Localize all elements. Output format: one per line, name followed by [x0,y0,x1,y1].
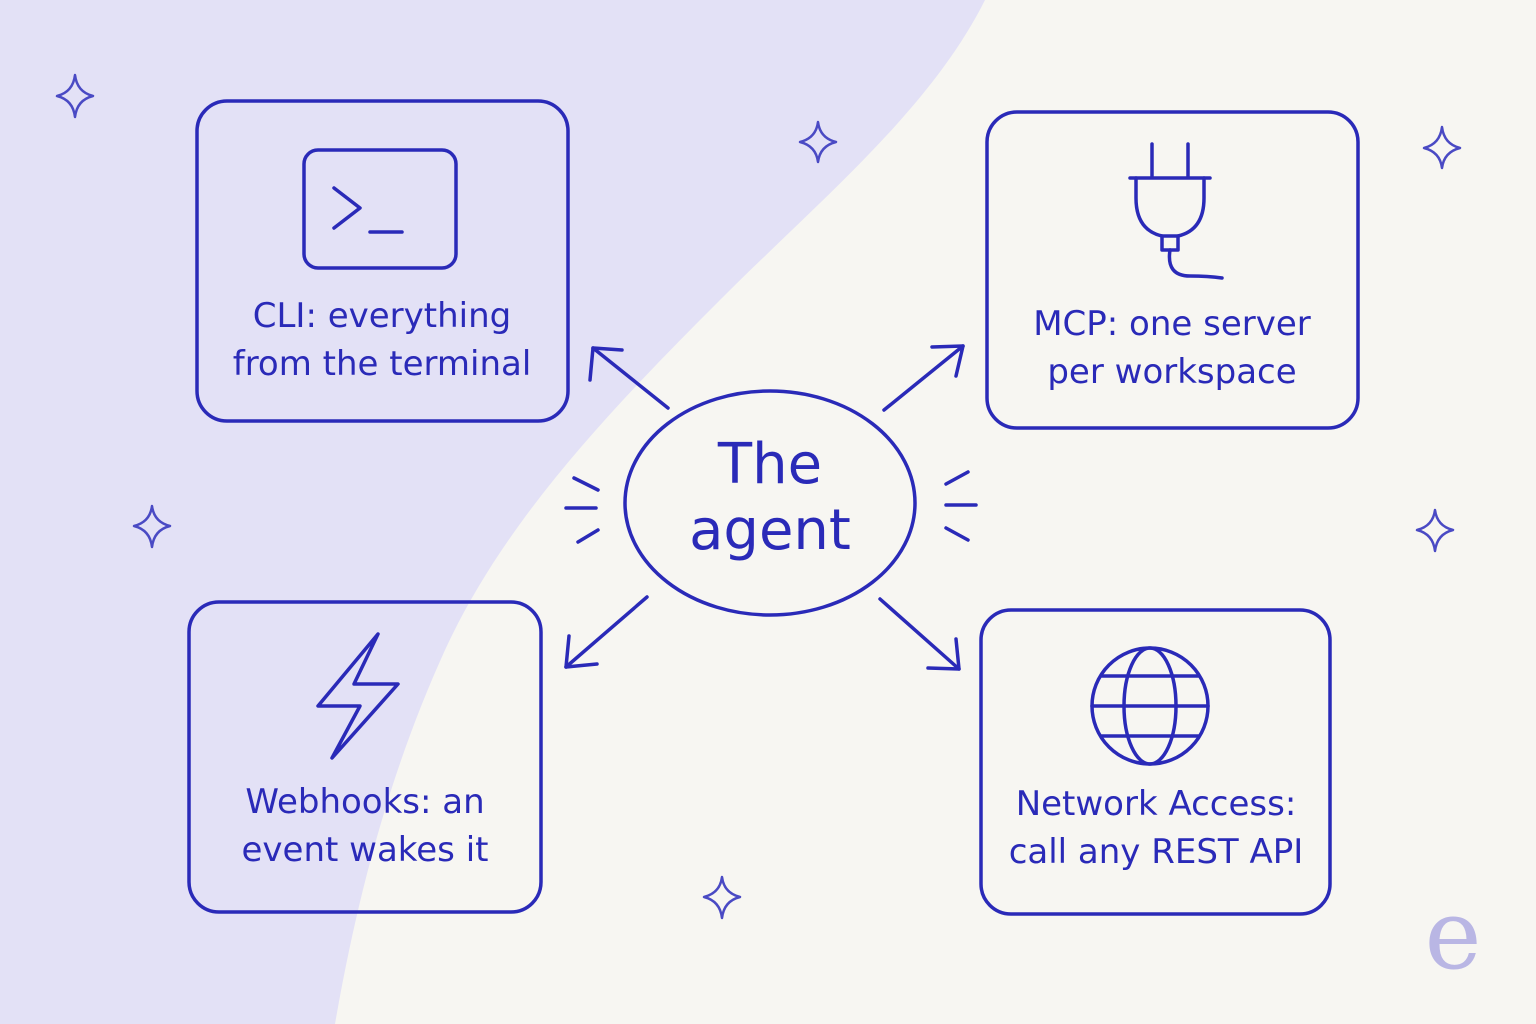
agent-label: The agent [670,432,870,564]
agent-label-line2: agent [689,498,851,563]
network-label-line1: Network Access: [1015,784,1297,824]
cli-label-line1: CLI: everything [252,296,512,336]
agent-label-line1: The [717,432,823,497]
sparkle-icon [798,120,838,164]
cli-label: CLI: everything from the terminal [212,292,552,388]
webhooks-label-line1: Webhooks: an [245,782,485,822]
cli-node-box [195,99,570,423]
mcp-label-line2: per workspace [1047,352,1297,392]
sparkle-icon [1415,508,1455,553]
globe-icon [1090,646,1210,766]
lightning-icon [316,632,400,760]
sparkle-icon [55,73,95,119]
background-blob [0,0,985,1024]
arrow-to-network [878,597,961,671]
webhooks-node-box [187,600,543,914]
cli-label-line2: from the terminal [232,344,532,384]
sparkle-icon [132,504,172,549]
plug-icon [1128,142,1224,280]
emphasis-tick [944,470,970,486]
mcp-label-line1: MCP: one server [1033,304,1311,344]
mcp-label: MCP: one server per workspace [1002,300,1342,396]
network-label-line2: call any REST API [1008,832,1304,872]
emphasis-tick [576,528,600,544]
arrow-to-cli [588,346,670,410]
emphasis-tick [944,526,970,542]
webhooks-label: Webhooks: an event wakes it [199,778,531,874]
agent-ellipse [623,389,917,617]
terminal-icon [302,148,458,270]
mcp-node-box [985,110,1360,430]
webhooks-label-line2: event wakes it [241,830,489,870]
network-label: Network Access: call any REST API [986,780,1326,876]
network-node-box [979,608,1332,916]
brand-logo: e [1424,879,1482,991]
arrow-to-mcp [882,344,965,412]
arrow-to-webhooks [564,595,649,669]
sparkle-icon [1422,125,1462,170]
emphasis-tick [572,476,600,492]
sparkle-icon [702,875,742,920]
